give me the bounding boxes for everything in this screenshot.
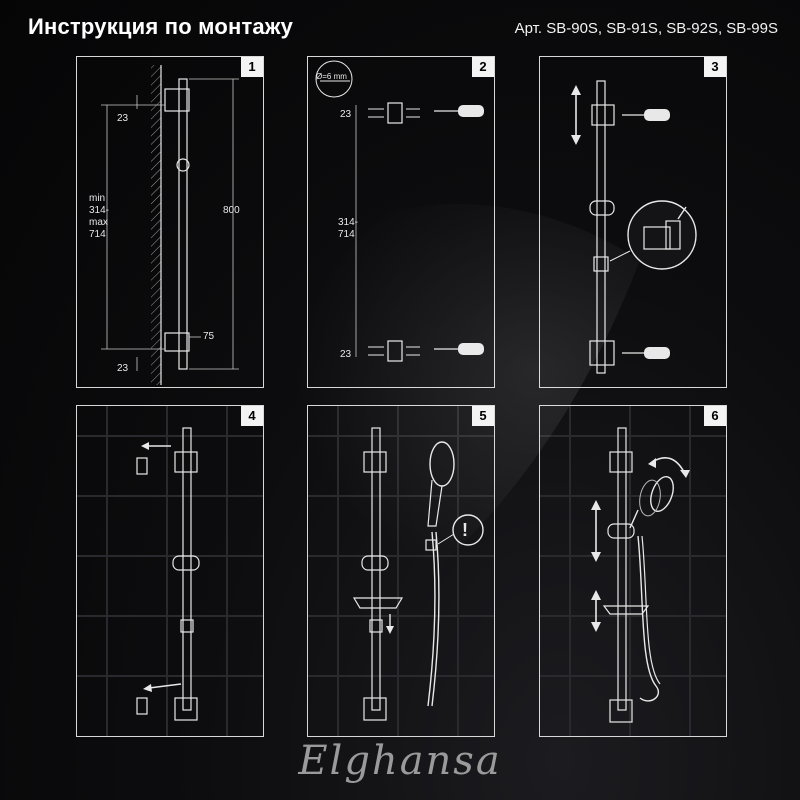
step-number: 6 [704,406,726,426]
dim-top: 23 [340,109,352,120]
shower-hose [637,535,659,702]
soap-dish [352,597,404,609]
dim-range-from: 314- [89,205,110,216]
hand-shower-icon [629,476,674,529]
warning-icon [452,514,484,546]
bottom-cover-cap [136,697,148,715]
top-screwdriver-icon [434,105,484,117]
bottom-bracket [363,697,387,721]
slide-rail [182,427,192,711]
step-panel-6: 6 [539,405,727,737]
dim-bottom: 23 [340,349,352,360]
bottom-bracket [164,332,190,352]
step-panel-1: 1 23 23 min 314- max [76,56,264,388]
bottom-screwdriver-icon [622,347,670,359]
step-number: 5 [472,406,494,426]
hose-connector [425,539,437,551]
dim-range-from: 314- [338,217,359,228]
clip-detail-magnifier [609,200,697,270]
step-5-diagram [308,406,494,736]
step-6-diagram [540,406,726,736]
step-2-diagram [315,60,484,362]
shower-hose [427,531,436,707]
dim-clamp: 75 [203,331,215,342]
step-3-diagram [571,80,697,374]
slide-rail [371,427,381,711]
article-numbers: Арт. SB-90S, SB-91S, SB-92S, SB-99S [514,20,778,37]
rotate-arrow-icon [648,456,690,478]
top-wall-plug-set [368,102,420,124]
step-4-diagram [77,406,263,736]
slide-rail [617,427,627,711]
step-number: 1 [241,57,263,77]
dim-bottom-offset: 23 [117,363,129,374]
bottom-screwdriver-icon [434,343,484,355]
step-panel-5: 5 [307,405,495,737]
bottom-bracket [174,697,198,721]
up-down-arrow-icon [571,85,581,145]
top-bracket [164,88,190,112]
top-bracket [609,451,633,473]
step-panel-2: 2 [307,56,495,388]
brand-logo: Elghansa [298,738,502,784]
dim-range-min: min [89,193,106,204]
slider-holder [172,555,200,571]
dim-range-to: 714 [89,229,106,240]
top-cover-cap [136,457,148,475]
step-number: 3 [704,57,726,77]
middle-clip [593,256,609,272]
top-screwdriver-icon [622,109,670,121]
top-bracket [363,451,387,473]
warning-mark: ! [462,520,468,540]
hand-shower-icon [427,441,455,527]
step-number: 4 [241,406,263,426]
holder-up-down-arrow-icon [591,500,601,562]
bottom-left-arrow-icon [143,683,182,692]
tile-grid [540,406,726,736]
dim-top-offset: 23 [117,113,129,124]
slide-rail [178,78,188,370]
top-bracket [591,104,615,126]
tile-grid [77,406,263,736]
bottom-wall-plug-set [368,340,420,362]
slider-holder [361,555,389,571]
bottom-bracket [589,340,615,366]
slider-holder [589,200,615,216]
slider-holder [176,158,190,172]
page-title: Инструкция по монтажу [28,14,294,39]
bottom-bracket [609,699,633,723]
drill-diameter: Ø=6 mm [316,72,347,81]
dim-range-max: max [89,217,108,228]
dim-range-to: 714 [338,229,355,240]
step-panel-4: 4 [76,405,264,737]
drill-detail-circle [315,60,353,98]
dim-length: 800 [223,205,240,216]
step-number: 2 [472,57,494,77]
dish-up-down-arrow-icon [591,590,601,632]
tile-grid [308,406,494,736]
top-bracket [174,451,198,473]
step-panel-3: 3 [539,56,727,388]
wall-hatch [151,65,161,385]
